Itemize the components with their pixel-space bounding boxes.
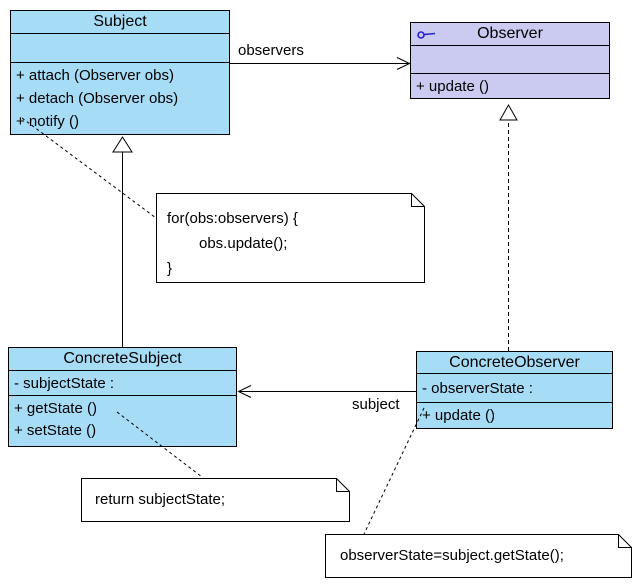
note-for-loop: for(obs:observers) { obs.update(); } bbox=[156, 193, 436, 296]
association-subject-label: subject bbox=[352, 396, 400, 413]
class-concrete-observer-methods: + update () bbox=[417, 403, 612, 428]
hollow-triangle-arrowhead bbox=[499, 103, 518, 121]
class-concrete-subject-methods: + getState () + setState () bbox=[9, 396, 236, 442]
method-set-state: + setState () bbox=[14, 422, 97, 439]
note-anchor-update bbox=[363, 407, 425, 535]
attribute-observer-state: - observerState : bbox=[422, 379, 533, 397]
note-line: observerState=subject.getState(); bbox=[340, 547, 564, 564]
class-subject: Subject + attach (Observer obs) + detach… bbox=[10, 10, 230, 135]
class-observer-name: Observer bbox=[477, 25, 543, 42]
class-observer: Observer + update () bbox=[410, 22, 610, 99]
class-concrete-subject-attributes: - subjectState : bbox=[9, 371, 236, 396]
method-get-state: + getState () bbox=[14, 400, 97, 417]
class-subject-attributes bbox=[11, 34, 229, 63]
class-subject-methods: + attach (Observer obs) + detach (Observ… bbox=[11, 63, 229, 133]
note-line: for(obs:observers) { bbox=[167, 210, 298, 227]
class-concrete-subject-title: ConcreteSubject bbox=[9, 348, 236, 371]
association-observers bbox=[230, 57, 411, 70]
method-attach: + attach (Observer obs) bbox=[16, 67, 174, 84]
note-observer-state: observerState=subject.getState(); bbox=[325, 534, 637, 578]
method-update: + update () bbox=[416, 78, 489, 95]
generalization-concrete-subject bbox=[112, 136, 133, 347]
realization-concrete-observer bbox=[499, 103, 518, 351]
open-arrowhead bbox=[237, 385, 252, 398]
class-concrete-observer-attributes: - observerState : bbox=[417, 374, 612, 403]
class-observer-methods: + update () bbox=[411, 74, 609, 98]
method-update: + update () bbox=[422, 407, 495, 424]
class-observer-title: Observer bbox=[411, 23, 609, 46]
method-notify: + notify () bbox=[16, 113, 79, 130]
class-subject-title: Subject bbox=[11, 11, 229, 34]
class-concrete-observer-title: ConcreteObserver bbox=[417, 352, 612, 374]
association-observers-label: observers bbox=[238, 42, 304, 59]
class-observer-attributes bbox=[411, 46, 609, 74]
note-return-state: return subjectState; bbox=[81, 478, 364, 522]
open-arrowhead bbox=[396, 57, 411, 70]
note-line: return subjectState; bbox=[95, 491, 226, 508]
note-line: } bbox=[167, 260, 173, 277]
method-detach: + detach (Observer obs) bbox=[16, 90, 179, 107]
note-line: obs.update(); bbox=[199, 235, 288, 252]
attribute-subject-state: - subjectState : bbox=[14, 374, 115, 392]
interface-lollipop-icon bbox=[416, 28, 438, 42]
class-concrete-observer: ConcreteObserver - observerState : + upd… bbox=[416, 351, 613, 429]
hollow-triangle-arrowhead bbox=[112, 136, 133, 153]
class-concrete-subject: ConcreteSubject - subjectState : + getSt… bbox=[8, 347, 237, 447]
